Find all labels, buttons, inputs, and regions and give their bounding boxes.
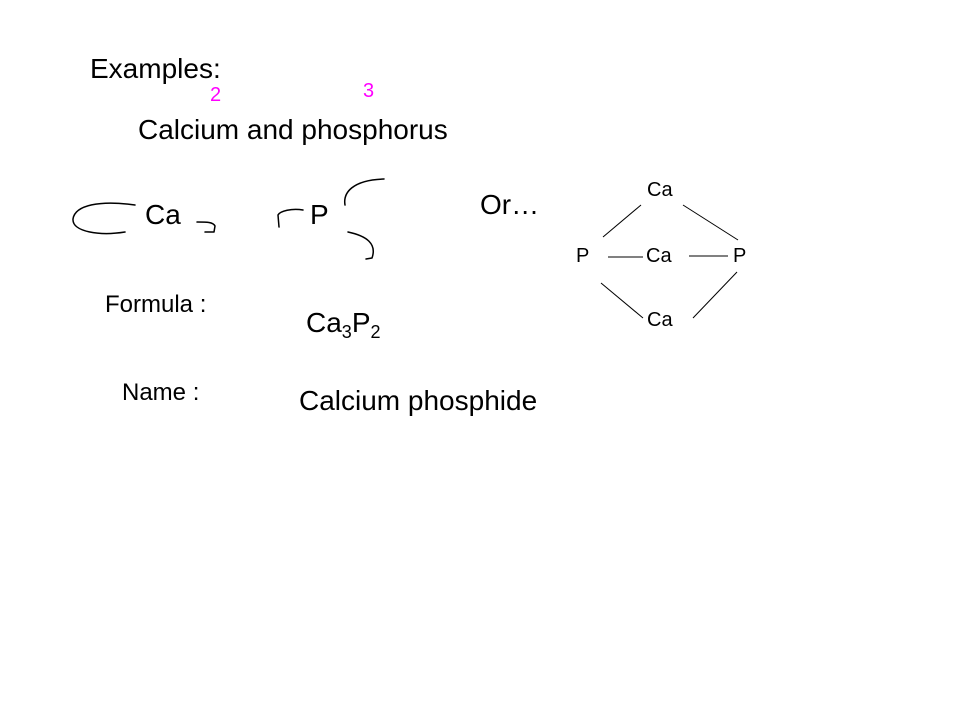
chemical-formula: Ca3P2 xyxy=(306,307,381,342)
formula-phosphorus: P xyxy=(351,307,371,338)
formula-label: Formula : xyxy=(105,291,207,318)
structure-phosphorus-left: P xyxy=(576,245,590,267)
calcium-count-annotation: 2 xyxy=(210,84,222,106)
bond-top-left xyxy=(602,204,642,238)
example-heading: Calcium and phosphorus xyxy=(138,114,448,145)
structure-calcium-middle: Ca xyxy=(646,245,672,267)
name-label: Name : xyxy=(122,379,200,406)
structure-phosphorus-right: P xyxy=(733,245,747,267)
calcium-right-electron-stroke xyxy=(196,221,216,233)
bond-top-right xyxy=(682,204,739,241)
bond-bottom-right xyxy=(692,271,738,319)
calcium-symbol: Ca xyxy=(145,199,181,230)
structure-calcium-top: Ca xyxy=(647,179,673,201)
phosphorus-bottom-electron-stroke xyxy=(347,231,374,260)
phosphorus-symbol: P xyxy=(310,199,329,230)
phosphorus-top-electron-stroke xyxy=(344,178,385,206)
formula-calcium: Ca xyxy=(306,307,342,338)
compound-name: Calcium phosphide xyxy=(299,385,538,416)
phosphorus-left-electron-stroke xyxy=(277,208,304,228)
or-label: Or… xyxy=(480,189,540,220)
calcium-left-electron-stroke xyxy=(72,202,136,235)
phosphorus-count-annotation: 3 xyxy=(363,80,375,102)
formula-phosphorus-subscript: 2 xyxy=(370,322,381,342)
structure-calcium-bottom: Ca xyxy=(647,309,673,331)
bond-bottom-left xyxy=(600,282,644,319)
formula-calcium-subscript: 3 xyxy=(341,322,352,342)
slide-title: Examples: xyxy=(90,53,221,84)
structure-bond-lines xyxy=(600,204,739,319)
